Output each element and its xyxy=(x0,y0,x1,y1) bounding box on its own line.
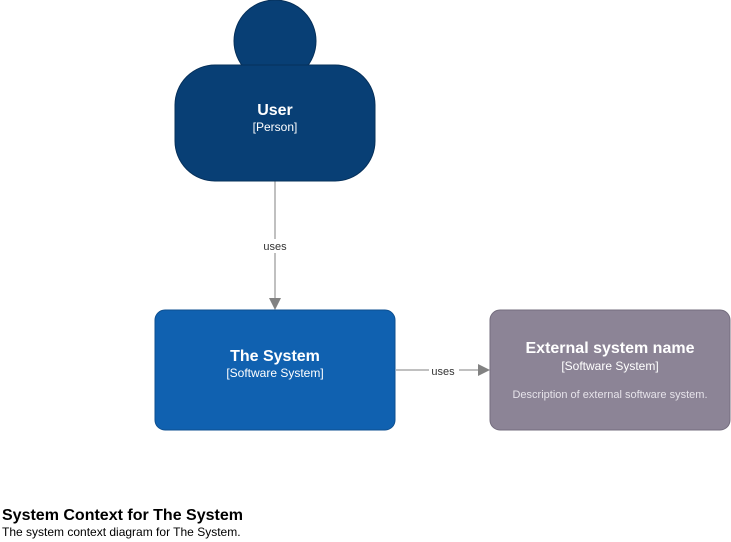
external-software-system[interactable]: External system name [Software System] D… xyxy=(489,309,731,431)
external-system-box xyxy=(489,309,731,431)
edge-system-to-external: uses xyxy=(396,364,490,378)
edge-label-bg xyxy=(261,239,291,253)
edge-user-to-system: uses xyxy=(261,181,291,310)
edge-label-uses: uses xyxy=(263,241,287,253)
person-body xyxy=(174,64,376,182)
software-system-title: The System xyxy=(230,348,320,365)
external-system-title: External system name xyxy=(526,340,695,357)
edge-label-uses: uses xyxy=(431,366,455,378)
person-user-title: User xyxy=(257,102,293,119)
person-user-type: [Person] xyxy=(253,120,298,134)
software-system-box xyxy=(154,309,396,431)
external-system-description: Description of external software system. xyxy=(512,389,707,401)
diagram-title: System Context for The System xyxy=(2,507,243,524)
software-system-the-system[interactable]: The System [Software System] xyxy=(154,309,396,431)
external-system-type: [Software System] xyxy=(561,359,658,373)
person-user[interactable]: User [Person] xyxy=(174,0,376,182)
diagram-caption: System Context for The System The system… xyxy=(2,507,243,539)
edge-label-bg xyxy=(429,365,459,377)
diagram-description: The system context diagram for The Syste… xyxy=(2,525,241,539)
software-system-type: [Software System] xyxy=(226,366,323,380)
